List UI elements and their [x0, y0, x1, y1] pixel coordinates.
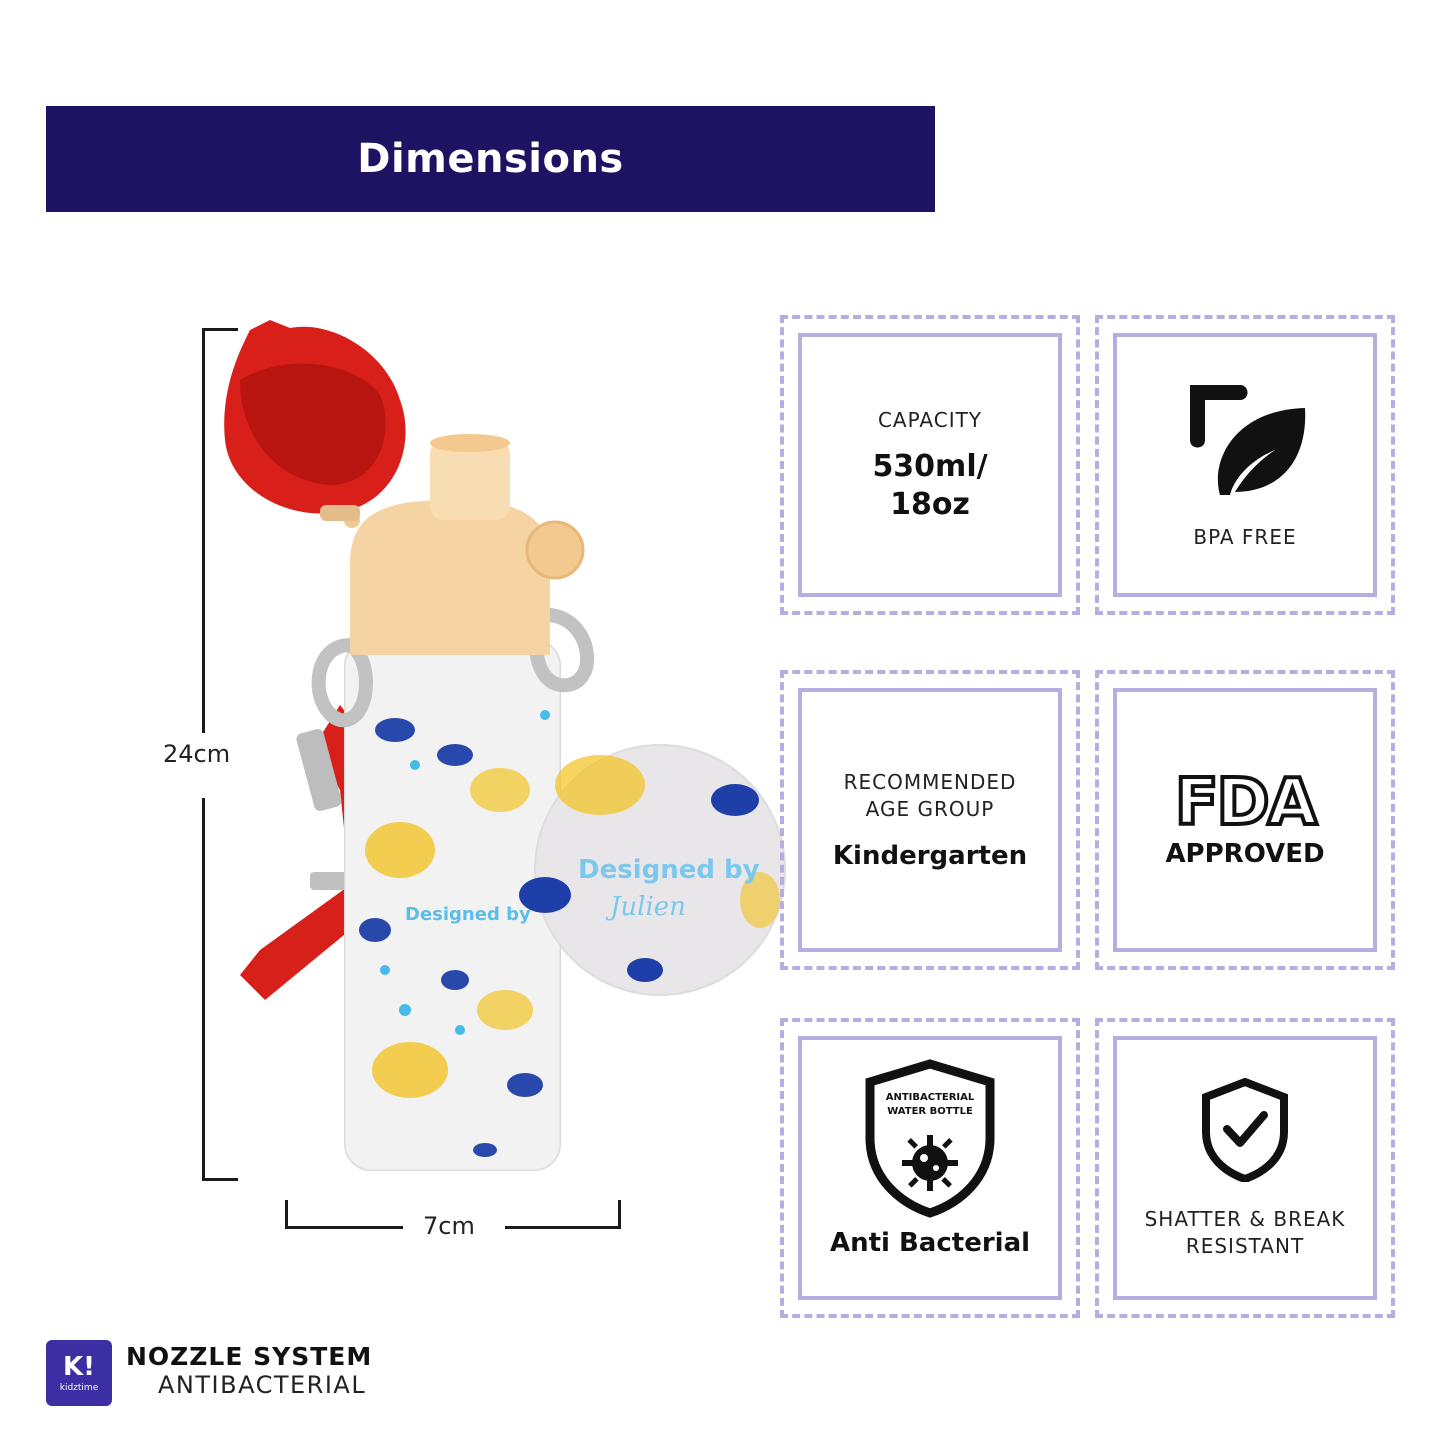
shatter-tile: SHATTER & BREAK RESISTANT: [1095, 1018, 1395, 1318]
age-value: Kindergarten: [832, 841, 1028, 871]
capacity-value-2: 18oz: [890, 486, 970, 522]
leaf-icon: [1190, 384, 1306, 495]
antibacterial-tile: ANTIBACTERIAL WATER BOTTLE Anti Bacteria…: [780, 1018, 1080, 1318]
bpa-label: BPA FREE: [1193, 524, 1297, 549]
water-bottle-image: Designed by Designed by Julien: [224, 320, 786, 1171]
header-bar: Dimensions: [46, 106, 935, 212]
width-label: 7cm: [423, 1212, 475, 1240]
width-line-right: [505, 1226, 621, 1229]
height-line-bottom: [202, 798, 205, 1180]
fda-tile: FDA APPROVED: [1095, 670, 1395, 970]
fda-approved-label: APPROVED: [1165, 839, 1325, 869]
brand-text: NOZZLE SYSTEM ANTIBACTERIAL: [126, 1342, 372, 1399]
brand-logo-mark: K!: [62, 1351, 95, 1382]
brand-logo: K! kidztime: [46, 1340, 112, 1406]
shatter-label-2: RESISTANT: [1185, 1233, 1305, 1258]
bottle-design-text: Designed by: [405, 904, 531, 925]
shield-check-icon: [1202, 1077, 1288, 1182]
height-label: 24cm: [163, 740, 231, 768]
bpa-free-tile: BPA FREE: [1095, 315, 1395, 615]
height-line-top: [202, 328, 205, 733]
badge-line-2: WATER BOTTLE: [887, 1106, 973, 1117]
brand-line-2: ANTIBACTERIAL: [158, 1371, 367, 1399]
height-cap-top: [202, 328, 238, 331]
brand-logo-sub: kidztime: [59, 1382, 99, 1393]
width-cap-right: [618, 1200, 621, 1229]
capacity-label: CAPACITY: [877, 408, 983, 432]
width-cap-left: [285, 1200, 288, 1229]
capacity-tile: CAPACITY 530ml/ 18oz: [780, 315, 1080, 615]
brand-line-1: NOZZLE SYSTEM: [126, 1342, 373, 1371]
age-label-1: RECOMMENDED: [843, 770, 1017, 794]
badge-line-1: ANTIBACTERIAL: [886, 1092, 975, 1103]
width-line-left: [285, 1226, 403, 1229]
capacity-value-1: 530ml/: [872, 449, 988, 484]
height-cap-bottom: [202, 1178, 238, 1181]
shatter-label-1: SHATTER & BREAK: [1144, 1206, 1346, 1231]
age-label-2: AGE GROUP: [865, 797, 995, 821]
zoom-design-text: Designed by: [578, 855, 760, 885]
fda-logo: FDA: [1173, 766, 1319, 840]
virus-shield-icon: ANTIBACTERIAL WATER BOTTLE: [865, 1059, 995, 1218]
zoom-signature: Julien: [605, 892, 686, 922]
age-group-tile: RECOMMENDED AGE GROUP Kindergarten: [780, 670, 1080, 970]
antibacterial-value: Anti Bacterial: [829, 1228, 1031, 1258]
page-title: Dimensions: [357, 136, 624, 182]
